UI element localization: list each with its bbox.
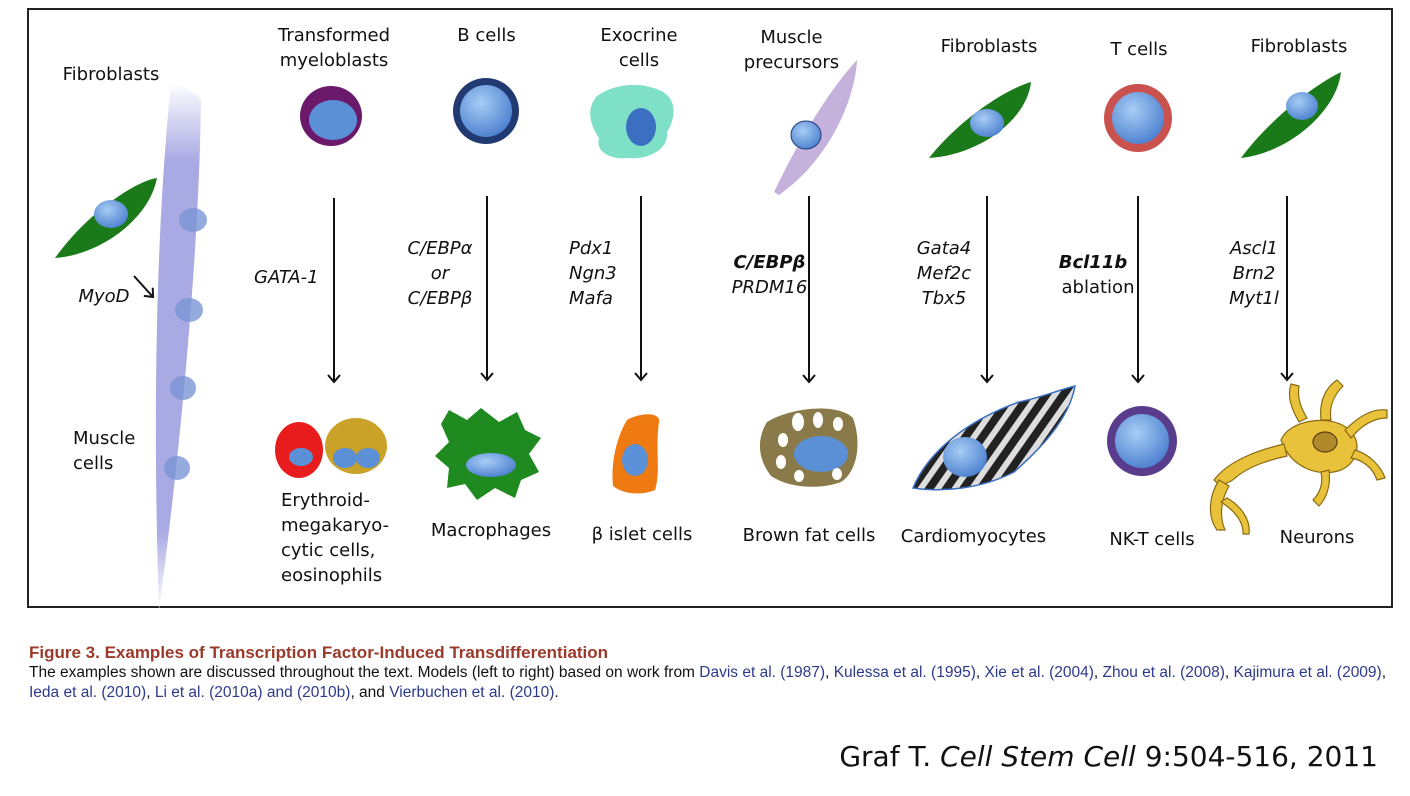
citation-journal: Cell Stem Cell (940, 740, 1136, 773)
cardiomyocyte-icon (911, 384, 1076, 491)
col3-source-label: Exocrine cells (600, 25, 678, 71)
col2-source-label: B cells (457, 25, 516, 46)
brown-fat-cell-icon (759, 408, 858, 487)
myotube-icon (155, 82, 207, 610)
col4-target-label: Brown fat cells (742, 525, 876, 546)
caption-ref-link[interactable]: Zhou et al. (2008) (1102, 664, 1225, 681)
col4-source-label: Muscle precursors (743, 27, 840, 73)
fibroblast-cell-col7-icon (1241, 72, 1341, 158)
myeloblast-cell-icon (300, 86, 362, 146)
myod-arrow (133, 275, 155, 299)
t-cell-icon (1104, 84, 1172, 152)
citation-details: 9:504-516, 2011 (1135, 740, 1378, 773)
col6-target-label: NK-T cells (1109, 529, 1195, 550)
macrophage-icon (435, 408, 541, 500)
col2-factor-label: C/EBPα or C/EBPβ (407, 238, 473, 309)
caption-body: The examples shown are discussed through… (29, 664, 1387, 701)
exocrine-cell-icon (590, 84, 674, 159)
caption-ref-link[interactable]: Li et al. (2010a) and (2010b) (154, 684, 351, 701)
col5-factor-label: Gata4 Mef2c Tbx5 (916, 238, 972, 309)
col4-factor-label: PRDM16 (731, 277, 808, 298)
caption-ref-link[interactable]: Kulessa et al. (1995) (833, 664, 976, 681)
col6-factor-bold-label: Bcl11b (1058, 252, 1128, 273)
col3-target-label: β islet cells (591, 524, 693, 545)
muscle-precursor-cell-icon (774, 60, 857, 195)
col1-source-label: Transformed myeloblasts (277, 25, 391, 71)
fibroblast-cell-left (55, 178, 157, 258)
col3-factor-label: Pdx1 Ngn3 Mafa (569, 238, 617, 309)
islet-cell-icon (612, 414, 660, 494)
myod-label: MyoD (78, 286, 130, 307)
col5-source-label: Fibroblasts (940, 36, 1038, 57)
source-citation: Graf T. Cell Stem Cell 9:504-516, 2011 (839, 740, 1378, 773)
col7-target-label: Neurons (1279, 527, 1355, 548)
citation-author: Graf T. (839, 740, 941, 773)
nk-t-cell-icon (1107, 406, 1177, 476)
col1-target-label: Erythroid- megakaryo- cytic cells, eosin… (281, 490, 390, 586)
caption-intro: The examples shown are discussed through… (29, 664, 700, 681)
b-cell-icon (453, 78, 519, 144)
caption-ref-link[interactable]: Ieda et al. (2010) (29, 684, 147, 701)
col5-target-label: Cardiomyocytes (900, 526, 1047, 547)
col6-source-label: T cells (1110, 39, 1168, 60)
col6-factor-plain-label: ablation (1061, 277, 1135, 298)
col4-factor-bold-label: C/EBPβ (733, 252, 806, 273)
neuron-icon (1209, 379, 1388, 535)
caption-ref-link[interactable]: Kajimura et al. (2009) (1233, 664, 1382, 681)
caption-ref-link[interactable]: Davis et al. (1987) (699, 664, 826, 681)
figure-caption: Figure 3. Examples of Transcription Fact… (29, 643, 1399, 703)
caption-ref-link[interactable]: Vierbuchen et al. (2010) (389, 684, 555, 701)
col7-source-label: Fibroblasts (1250, 36, 1348, 57)
erythroid-cells-icon (275, 418, 387, 478)
caption-ref-link[interactable]: Xie et al. (2004) (984, 664, 1094, 681)
figure-panel: Fibroblasts MyoD Muscle cells Transforme… (27, 8, 1393, 610)
figure-artwork (55, 60, 1388, 610)
fibroblast-cell-col5-icon (929, 82, 1031, 158)
col1-factor-label: GATA-1 (254, 267, 319, 288)
col7-factor-label: Ascl1 Brn2 Myt1l (1229, 238, 1279, 309)
col2-target-label: Macrophages (430, 520, 552, 541)
left-source-label: Fibroblasts (62, 64, 160, 85)
muscle-cells-label: Muscle cells (73, 428, 136, 474)
caption-title: Figure 3. Examples of Transcription Fact… (29, 643, 609, 662)
